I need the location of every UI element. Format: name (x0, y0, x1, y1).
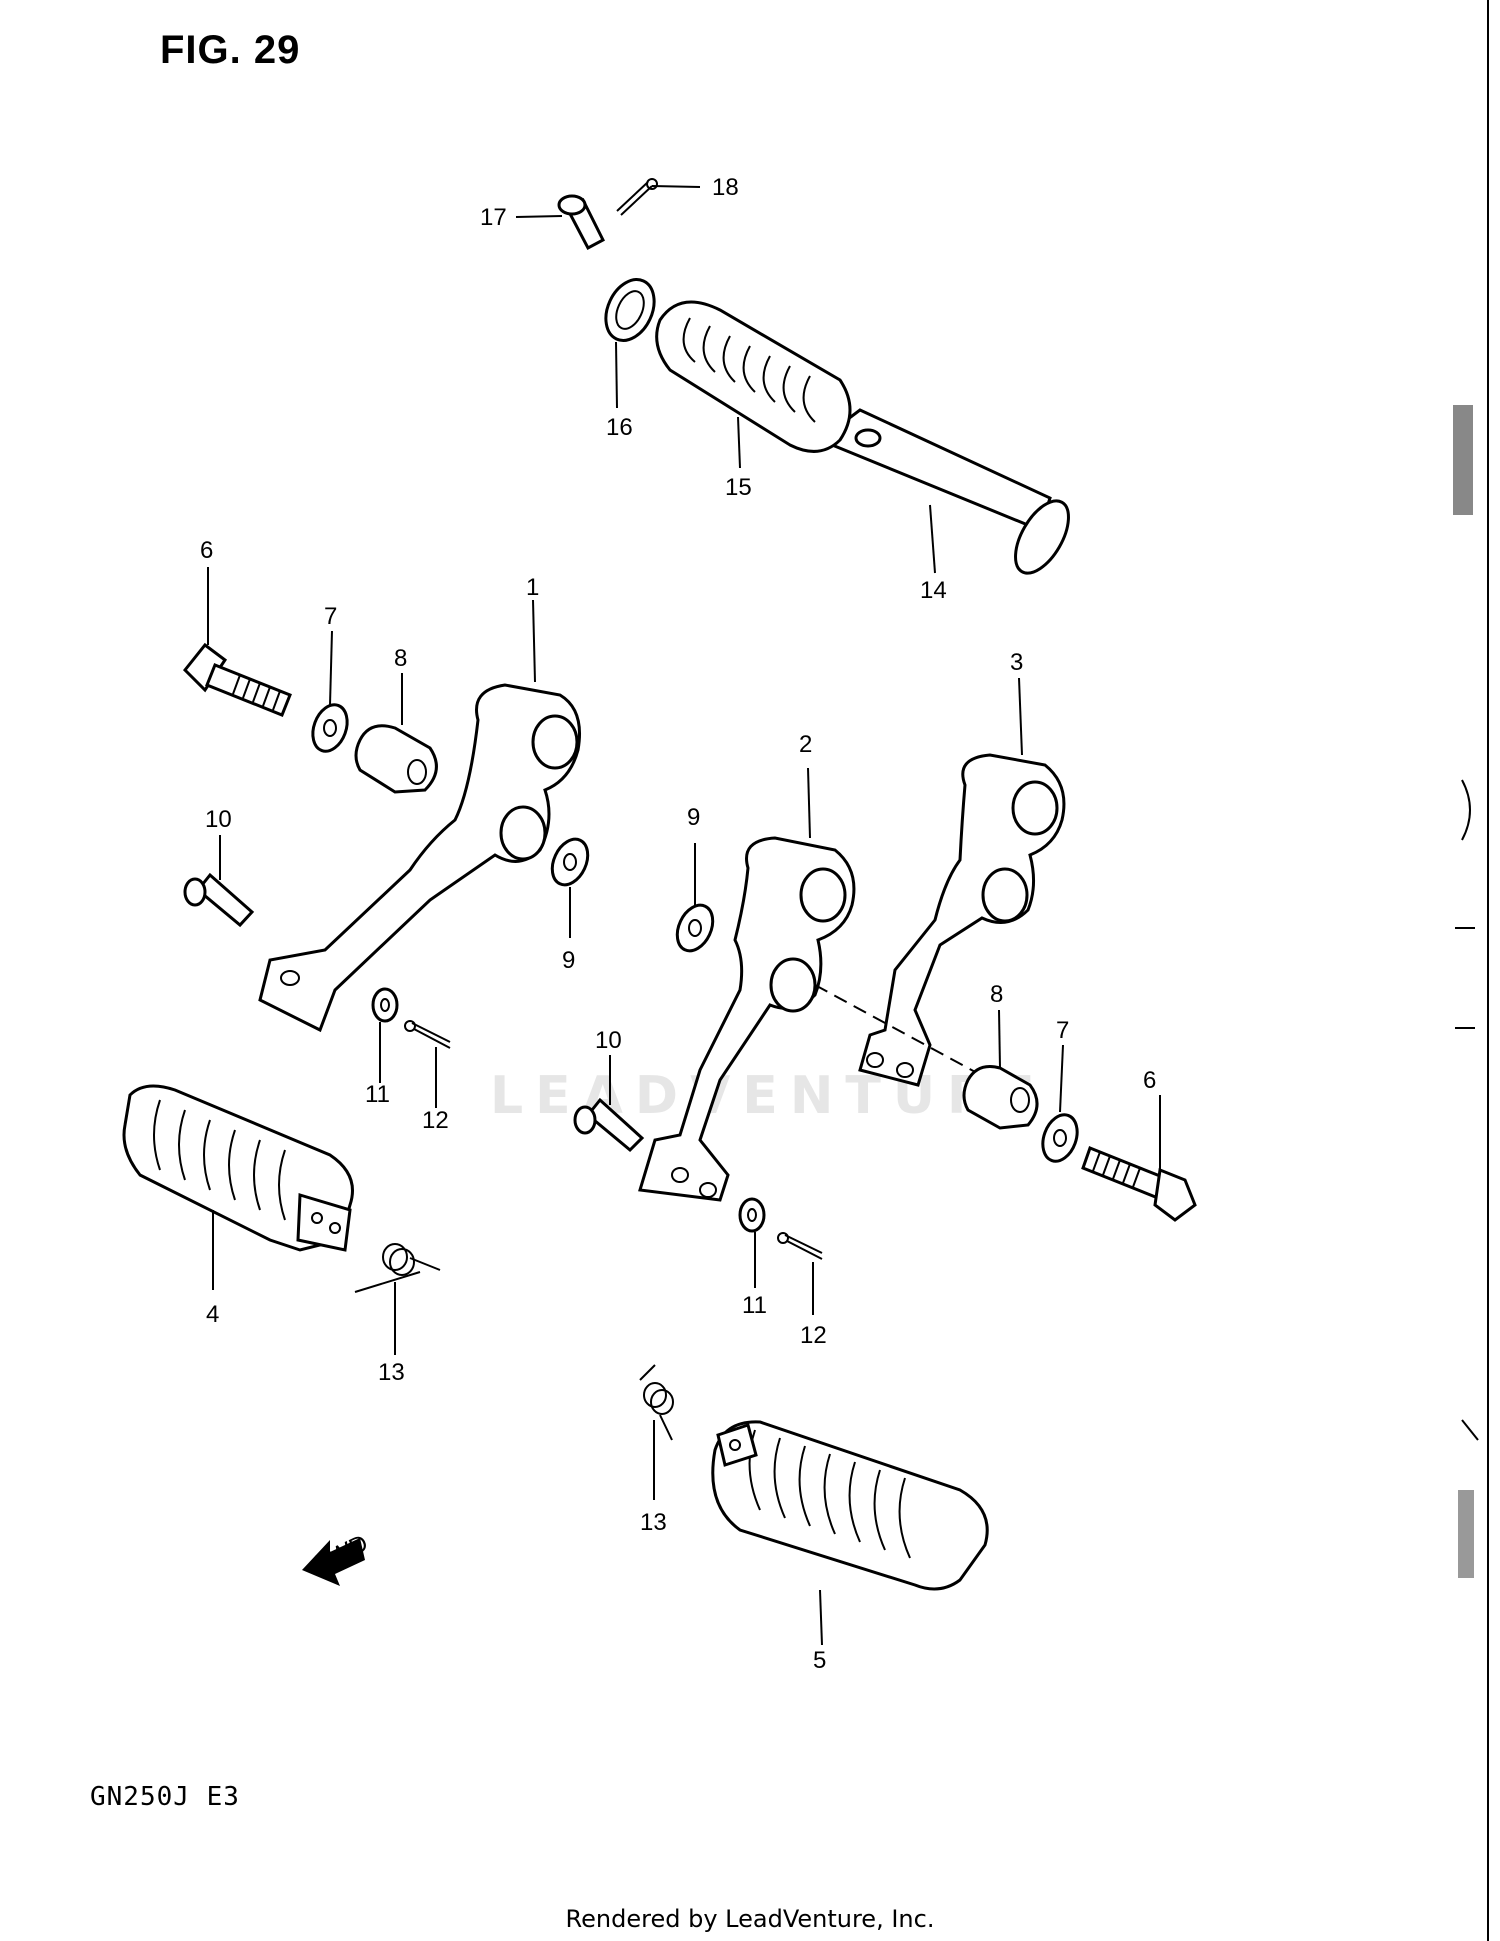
callout-17: 17 (480, 204, 507, 231)
callout-14: 14 (920, 577, 947, 604)
callout-11-left: 11 (365, 1081, 390, 1108)
callout-10-left: 10 (205, 806, 232, 833)
callout-6-right: 6 (1143, 1067, 1156, 1094)
cotter-pin-12-right (777, 1232, 823, 1260)
cotter-pin-18 (616, 178, 658, 216)
callout-13-left: 13 (378, 1359, 405, 1386)
footer-credit: Rendered by LeadVenture, Inc. (565, 1905, 935, 1933)
callout-1: 1 (526, 574, 539, 601)
footrest-bracket-2 (638, 836, 856, 1202)
callout-10-right: 10 (595, 1027, 622, 1054)
spring-13-right (639, 1364, 674, 1441)
callout-5: 5 (813, 1647, 826, 1674)
collar-8-left (354, 724, 438, 794)
washer-11-right (738, 1197, 766, 1233)
washer-7-right (1041, 1113, 1079, 1163)
assembly-axis-line (814, 984, 991, 1081)
rear-footrest-bar-14 (816, 408, 1070, 575)
callout-7-right: 7 (1056, 1017, 1069, 1044)
fwd-arrow-icon (302, 1538, 365, 1586)
callout-18: 18 (712, 174, 739, 201)
cotter-pin-12-left (404, 1020, 451, 1049)
washer-9-right (675, 903, 715, 953)
washer-7-left (311, 703, 349, 753)
callout-15: 15 (725, 474, 752, 501)
pin-10-right (573, 1097, 645, 1153)
spring-13-left (354, 1243, 441, 1293)
pin-10-left (183, 872, 255, 928)
washer-11-left (371, 987, 399, 1023)
callout-13-right: 13 (640, 1509, 667, 1536)
callout-2: 2 (799, 731, 812, 758)
footrest-bracket-3 (858, 753, 1066, 1087)
footrest-rubber-15 (655, 300, 852, 453)
figure-title: FIG. 29 (160, 28, 301, 72)
callout-8-right: 8 (990, 981, 1003, 1008)
callout-9-left: 9 (562, 947, 575, 974)
callout-6-left: 6 (200, 537, 213, 564)
washer-9-left (550, 837, 590, 887)
bolt-6-right (1081, 1146, 1197, 1222)
callout-9-right: 9 (687, 804, 700, 831)
callout-3: 3 (1010, 649, 1023, 676)
bolt-6-left (182, 642, 292, 717)
callout-11-right: 11 (742, 1292, 767, 1319)
pin-17 (557, 194, 605, 251)
collar-8-right (962, 1065, 1039, 1130)
callout-12-right: 12 (800, 1322, 827, 1349)
leader-lines (207, 185, 1161, 1646)
model-code: GN250J E3 (90, 1782, 240, 1812)
footrest-5 (711, 1420, 989, 1591)
callout-7-left: 7 (324, 603, 337, 630)
callout-12-left: 12 (422, 1107, 449, 1134)
callout-4: 4 (206, 1301, 219, 1328)
footrest-4 (122, 1084, 354, 1252)
callout-16: 16 (606, 414, 633, 441)
callout-8-left: 8 (394, 645, 407, 672)
footrest-bracket-1 (258, 683, 582, 1033)
scan-edge-marks (1453, 0, 1489, 1941)
washer-16 (604, 278, 656, 342)
